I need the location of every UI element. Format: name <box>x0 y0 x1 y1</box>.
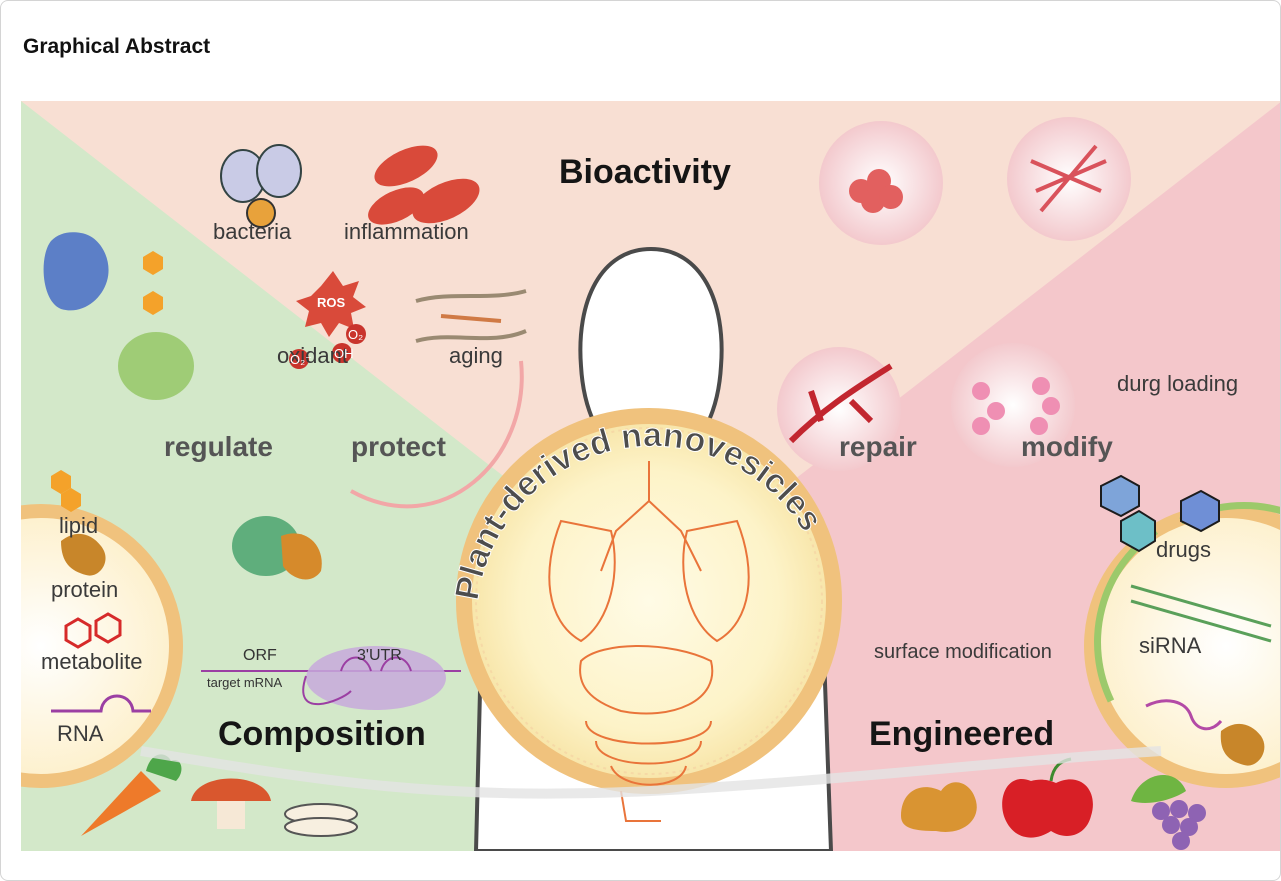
center-title: Plant-derived nanovesicles <box>448 416 830 602</box>
center-title-text: Plant-derived nanovesicles <box>448 416 830 602</box>
graphical-abstract-figure: Bioactivity Composition Engineered regul… <box>21 101 1281 851</box>
page-title: Graphical Abstract <box>23 35 210 59</box>
center-title-svg: Plant-derived nanovesicles <box>21 101 1281 851</box>
